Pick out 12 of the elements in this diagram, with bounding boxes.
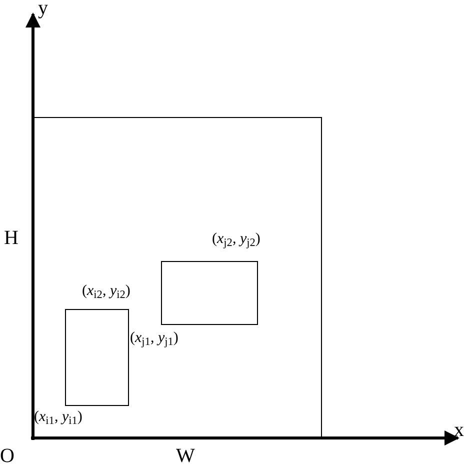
axis-label: x (454, 420, 464, 440)
coordinate-label: (x$_{j2}$, y$_{j2}$) (212, 232, 260, 247)
origin-label: O (0, 446, 14, 466)
rectangle (160, 260, 258, 324)
axis-label: y (38, 0, 48, 18)
dimension-label: W (176, 446, 195, 466)
coordinate-label: (x$_{i1}$, y$_{i1}$) (34, 410, 82, 425)
coordinate-label: (x$_{j1}$, y$_{j1}$) (130, 331, 178, 346)
rectangle (64, 308, 128, 406)
container-rectangle (33, 117, 322, 438)
coordinate-label: (x$_{i2}$, y$_{i2}$) (82, 284, 130, 299)
dimension-label: H (4, 228, 18, 248)
